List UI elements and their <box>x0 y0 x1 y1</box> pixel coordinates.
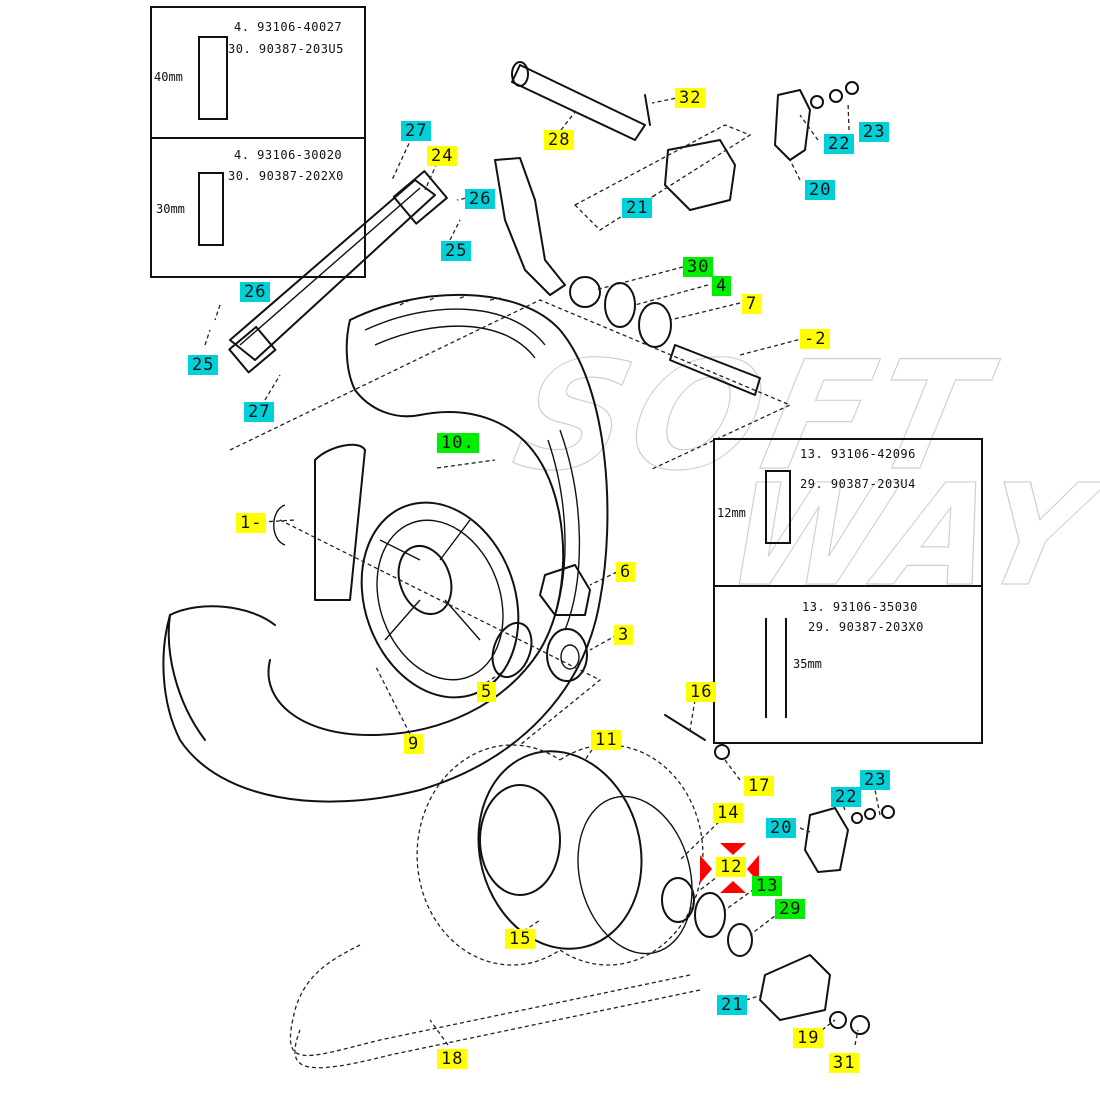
adjuster-plate-top-drawing <box>664 139 736 211</box>
callout-22-bottom[interactable]: 22 <box>831 787 862 807</box>
callout-11[interactable]: 11 <box>591 730 622 750</box>
inset-right-divider <box>713 585 981 587</box>
callout-7[interactable]: 7 <box>742 294 762 314</box>
inset-40mm-part-b: 30. 90387-203U5 <box>228 42 344 56</box>
callout-5[interactable]: 5 <box>477 682 497 702</box>
adjuster-plate-bottom-drawing <box>759 954 831 1021</box>
bearing-3-drawing <box>546 628 588 682</box>
callout-21-bottom[interactable]: 21 <box>717 995 748 1015</box>
inset-35mm-collar <box>765 618 787 718</box>
inset-12mm-dimension: 12mm <box>717 506 746 520</box>
callout-3[interactable]: 3 <box>614 625 634 645</box>
callout-1[interactable]: 1- <box>236 513 267 533</box>
callout-18[interactable]: 18 <box>437 1049 468 1069</box>
callout-6[interactable]: 6 <box>616 562 636 582</box>
callout-28[interactable]: 28 <box>544 130 575 150</box>
callout-26-top[interactable]: 26 <box>465 189 496 209</box>
bearings-lower-drawing <box>661 877 753 957</box>
inset-12mm-part-a: 13. 93106-42096 <box>800 447 916 461</box>
callout-32[interactable]: 32 <box>675 88 706 108</box>
sprocket-drawing <box>416 744 704 966</box>
callout-15[interactable]: 15 <box>505 929 536 949</box>
stud-16-drawing <box>664 714 706 741</box>
inset-30mm-part-a: 4. 93106-30020 <box>234 148 343 162</box>
chain-drawing <box>289 944 691 1057</box>
callout-9[interactable]: 9 <box>404 734 424 754</box>
inset-30mm-dimension: 30mm <box>156 202 185 216</box>
callout-4[interactable]: 4 <box>712 276 732 296</box>
swing-arm-drawing <box>228 170 448 374</box>
callout-23-top[interactable]: 23 <box>859 122 890 142</box>
torque-arm-drawing <box>494 157 566 296</box>
callout-13[interactable]: 13 <box>752 876 783 896</box>
inset-divider <box>150 137 364 139</box>
callout-21-top[interactable]: 21 <box>622 198 653 218</box>
callout-27-left[interactable]: 27 <box>244 402 275 422</box>
callout-16[interactable]: 16 <box>686 682 717 702</box>
o-ring-drawing <box>491 621 533 679</box>
bearings-upper-drawing <box>569 276 672 348</box>
tire-drawing <box>162 293 609 803</box>
callout-25-left[interactable]: 25 <box>188 355 219 375</box>
callout-25-top[interactable]: 25 <box>441 241 472 261</box>
inset-12mm-part-b: 29. 90387-203U4 <box>800 477 916 491</box>
callout-17[interactable]: 17 <box>744 776 775 796</box>
inset-40mm-dimension: 40mm <box>154 70 183 84</box>
callout-31[interactable]: 31 <box>829 1053 860 1073</box>
inset-40mm-collar <box>198 36 228 120</box>
wheel-hub-drawing <box>273 443 520 699</box>
callout-26-left[interactable]: 26 <box>240 282 271 302</box>
inset-box-top-left <box>150 6 366 278</box>
red-arrow-down-icon <box>720 843 746 855</box>
leader-lines <box>204 96 881 1046</box>
chain-puller-top-drawing <box>774 89 811 161</box>
callout-20-top[interactable]: 20 <box>805 180 836 200</box>
inset-40mm-part-a: 4. 93106-40027 <box>234 20 343 34</box>
callout-24[interactable]: 24 <box>427 146 458 166</box>
inset-12mm-collar <box>765 470 791 544</box>
callout-20-bottom[interactable]: 20 <box>766 818 797 838</box>
inset-35mm-part-b: 29. 90387-203X0 <box>808 620 924 634</box>
callout-22-top[interactable]: 22 <box>824 134 855 154</box>
inset-box-right <box>713 438 983 744</box>
highlight-arrows-12 <box>700 843 760 895</box>
callout-19[interactable]: 19 <box>793 1028 824 1048</box>
red-arrow-up-icon <box>720 881 746 893</box>
callout-12[interactable]: 12 <box>716 857 747 877</box>
inset-35mm-part-a: 13. 93106-35030 <box>802 600 918 614</box>
callout-29[interactable]: 29 <box>775 899 806 919</box>
callout-27-top[interactable]: 27 <box>401 121 432 141</box>
callout-23-bottom[interactable]: 23 <box>860 770 891 790</box>
cotter-pin-drawing <box>644 94 651 126</box>
inset-30mm-collar <box>198 172 224 246</box>
callout-2[interactable]: -2 <box>800 329 831 349</box>
axle-28-drawing <box>511 61 646 141</box>
callout-10[interactable]: 10. <box>437 433 479 453</box>
damper-6-drawing <box>539 564 591 616</box>
red-arrow-right-icon <box>700 855 712 883</box>
callout-30[interactable]: 30 <box>683 257 714 277</box>
collar-2-drawing <box>669 344 761 396</box>
callout-14[interactable]: 14 <box>713 803 744 823</box>
inset-35mm-dimension: 35mm <box>793 657 822 671</box>
inset-30mm-part-b: 30. 90387-202X0 <box>228 169 344 183</box>
